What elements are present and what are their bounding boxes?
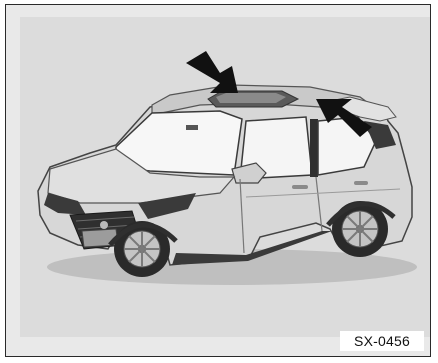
sunroof-glass <box>216 93 286 103</box>
front-door-handle <box>292 185 308 189</box>
suv-with-sunroof-illustration <box>20 17 430 337</box>
interior-mirror <box>186 125 198 130</box>
rear-wheel-spokes <box>342 211 378 247</box>
b-pillar <box>310 119 318 177</box>
rear-door-handle <box>354 181 368 185</box>
brand-emblem <box>100 221 108 229</box>
arrow-pointing-to-sunroof <box>186 51 238 93</box>
figure-code-label: SX-0456 <box>340 331 424 351</box>
car-illustration <box>20 17 430 337</box>
front-wheel-spokes <box>124 231 160 267</box>
figure-frame: SX-0456 <box>5 4 431 357</box>
